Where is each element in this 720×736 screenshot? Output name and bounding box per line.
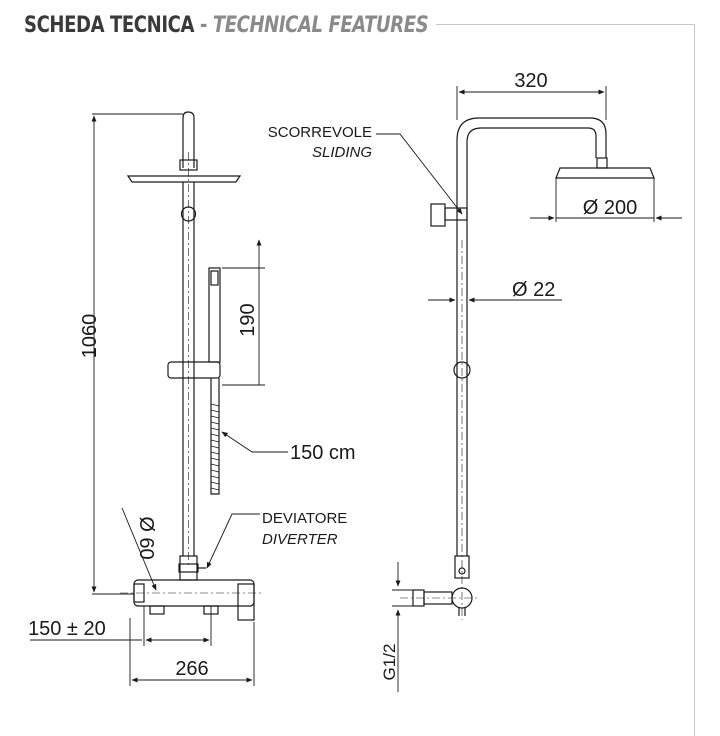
side-arch-inner bbox=[466, 127, 597, 556]
hand-shower-face bbox=[210, 270, 219, 286]
title-separator: - bbox=[194, 12, 213, 38]
hand-shower bbox=[208, 267, 221, 363]
diverter-label-en: DIVERTER bbox=[262, 531, 338, 548]
sliding-label-en: SLIDING bbox=[312, 144, 372, 161]
hose-leader bbox=[221, 431, 288, 453]
front-shower-head bbox=[126, 175, 242, 183]
dim-22-text: Ø 22 bbox=[512, 279, 555, 301]
front-arm bbox=[182, 111, 195, 168]
side-support-arm bbox=[444, 207, 468, 221]
front-diverter-ring bbox=[178, 563, 199, 573]
front-right-knob bbox=[237, 583, 255, 621]
dim-320-text: 320 bbox=[514, 70, 547, 92]
front-left-leg bbox=[149, 605, 165, 615]
dim-200-text: Ø 200 bbox=[583, 197, 637, 219]
dim-60-leader bbox=[121, 507, 157, 591]
frame-top-line bbox=[436, 24, 694, 25]
hose bbox=[210, 400, 220, 495]
title-english: TECHNICAL FEATURES bbox=[212, 12, 429, 38]
front-slider bbox=[167, 361, 221, 379]
side-shower-head bbox=[555, 167, 655, 179]
frame-right-line bbox=[694, 24, 695, 736]
side-view bbox=[412, 117, 655, 616]
dim-190-text: 190 bbox=[237, 303, 259, 336]
diverter-leader bbox=[206, 513, 260, 569]
side-support-base bbox=[430, 203, 446, 227]
dim-g12-text: G1/2 bbox=[380, 644, 399, 681]
diverter-label-it: DEVIATORE bbox=[262, 510, 347, 527]
side-slider-knob bbox=[453, 361, 471, 379]
sliding-label-it: SCORREVOLE bbox=[268, 124, 372, 141]
sliding-leader bbox=[376, 133, 463, 215]
dim-266-text: 266 bbox=[175, 658, 208, 680]
hose-coil bbox=[210, 403, 220, 491]
dim-1060-text: 1060 bbox=[79, 314, 101, 359]
title-italian: SCHEDA TECNICA bbox=[24, 12, 195, 38]
page-header: SCHEDA TECNICA - TECHNICAL FEATURES bbox=[24, 8, 517, 42]
header-title: SCHEDA TECNICA - TECHNICAL FEATURES bbox=[24, 12, 429, 38]
dim-60-text: Ø 60 bbox=[135, 516, 157, 559]
dim-150-text: 150 ± 20 bbox=[28, 618, 106, 640]
side-head-connector bbox=[596, 157, 608, 169]
dim-hose-text: 150 cm bbox=[290, 442, 356, 464]
side-arch-outer bbox=[456, 117, 607, 556]
